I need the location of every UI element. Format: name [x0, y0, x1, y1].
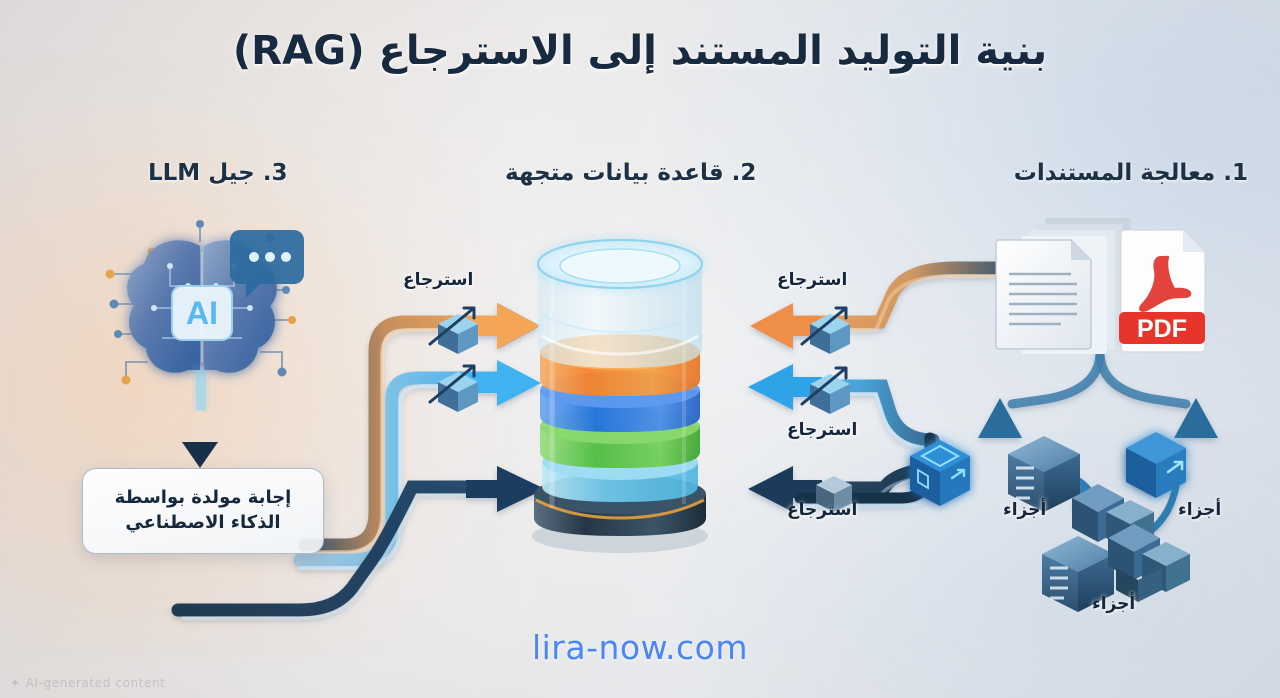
chunk-cluster — [910, 432, 1190, 612]
ai-content-watermark: ✦ AI-generated content — [10, 676, 165, 690]
vector-cube-icon-left-top — [428, 306, 478, 354]
ai-answer-box: إجابة مولدة بواسطة الذكاء الاصطناعي — [82, 468, 324, 554]
embedding-cube-icon — [910, 440, 970, 506]
chunk-label-right: أجزاء — [1178, 500, 1222, 520]
chunk-label-lower: أجزاء — [1092, 594, 1136, 614]
watermark-text: AI-generated content — [25, 676, 166, 690]
vector-cube-icon-left-mid — [428, 364, 478, 412]
retrieval-label-right-bottom: استرجاع — [787, 500, 858, 520]
vector-database-cylinder — [512, 218, 728, 558]
pdf-file-icon: PDF — [1119, 229, 1206, 353]
section-header-documents: 1. معالجة المستندات — [1013, 160, 1248, 186]
pdf-label: PDF — [1137, 315, 1187, 343]
ai-answer-text: إجابة مولدة بواسطة الذكاء الاصطناعي — [114, 487, 292, 533]
ai-brain-icon: AI — [92, 212, 312, 412]
vector-cube-icon-right-top — [800, 306, 850, 354]
document-block-icon — [1008, 436, 1080, 512]
site-url[interactable]: lira-now.com — [531, 628, 749, 667]
document-stack-icon: PDF — [985, 212, 1215, 357]
chunk-cube-icon-lower — [1108, 524, 1190, 602]
chat-bubble-icon — [230, 230, 304, 298]
embedding-cube-icon-right — [1126, 432, 1186, 498]
section-header-llm: 3. جيل LLM — [148, 160, 288, 186]
retrieval-label-right-mid: استرجاع — [787, 420, 858, 440]
chunk-label-mid: أجزاء — [1003, 500, 1047, 520]
vector-cube-icon-right-mid — [800, 366, 850, 414]
retrieval-label-right-top: استرجاع — [777, 270, 848, 290]
retrieval-label-left-top: استرجاع — [403, 270, 474, 290]
page-title: بنية التوليد المستند إلى الاسترجاع (RAG) — [232, 28, 1048, 74]
section-header-vector-db: 2. قاعدة بيانات متجهة — [505, 160, 757, 186]
sparkle-icon: ✦ — [10, 676, 21, 690]
document-block-icon-lower — [1042, 536, 1114, 612]
llm-to-answer-arrow — [182, 398, 218, 468]
vector-cube-icon-right-bottom — [816, 476, 852, 512]
ai-chip-label: AI — [186, 295, 218, 331]
